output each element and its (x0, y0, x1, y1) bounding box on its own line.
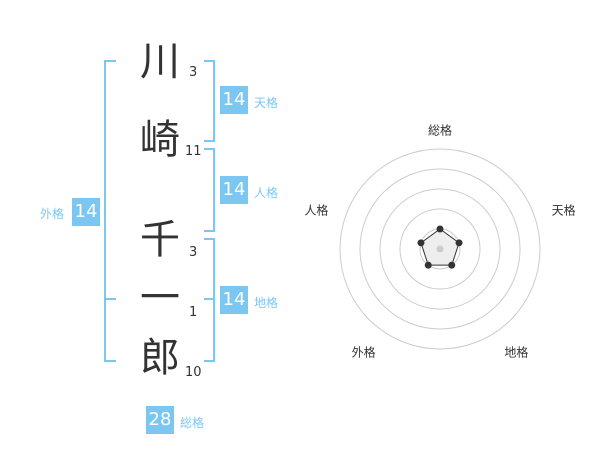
radar-ring (379, 188, 501, 310)
chikaku-bracket-tick (204, 298, 214, 300)
gaikaku-value: 14 (72, 198, 100, 226)
stroke-count-5: 10 (185, 365, 202, 380)
gaikaku-bracket (104, 60, 116, 362)
radar-point (455, 239, 463, 247)
soukaku-label: 総格 (180, 416, 205, 430)
stroke-count-3: 3 (189, 245, 198, 260)
gaikaku-bracket-tick (104, 298, 116, 300)
radar-point (436, 225, 444, 233)
radar-point (448, 261, 456, 269)
name-char-2: 崎 (140, 117, 180, 163)
tenkaku-bracket (204, 60, 215, 142)
radar-axis-label: 人格 (304, 203, 329, 218)
jinkaku-bracket (204, 148, 215, 232)
radar-axis-label: 天格 (551, 203, 576, 218)
radar-axis-label: 外格 (351, 345, 376, 360)
stroke-count-4: 1 (189, 305, 198, 320)
radar-point (424, 261, 432, 269)
radar-ring (339, 148, 541, 350)
jinkaku-value: 14 (220, 176, 248, 204)
gaikaku-label: 外格 (40, 207, 65, 221)
stroke-count-1: 3 (189, 65, 198, 80)
radar-center-dot (436, 245, 444, 253)
radar-ring (399, 208, 481, 290)
name-char-3: 千 (140, 217, 180, 263)
radar-point (417, 239, 425, 247)
radar-ring (359, 168, 521, 330)
tenkaku-value: 14 (220, 86, 248, 114)
name-char-1: 川 (140, 39, 180, 85)
radar-axis-label: 地格 (504, 345, 529, 360)
soukaku-value: 28 (146, 406, 174, 434)
name-char-5: 郎 (140, 335, 180, 381)
chikaku-bracket (204, 238, 215, 362)
name-char-4: 一 (140, 275, 180, 321)
chikaku-value: 14 (220, 286, 248, 314)
chikaku-label: 地格 (254, 296, 279, 310)
jinkaku-label: 人格 (254, 186, 279, 200)
tenkaku-label: 天格 (254, 96, 279, 110)
radar-axis-label: 総格 (427, 123, 453, 138)
stroke-count-2: 11 (185, 144, 202, 159)
